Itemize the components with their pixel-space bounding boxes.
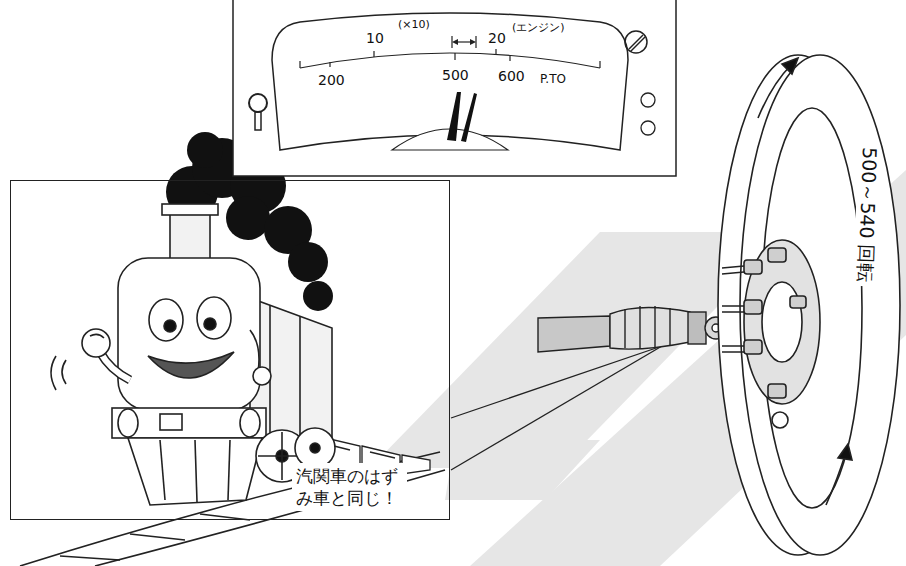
gauge-panel — [233, 0, 676, 176]
leader-line-part — [451, 346, 662, 418]
pto-shaft — [538, 306, 748, 352]
locomotive-part — [164, 320, 176, 332]
locomotive-part — [160, 414, 182, 430]
gauge-panel-part-part — [454, 53, 455, 60]
locomotive-part — [118, 409, 138, 437]
gauge-panel-part — [641, 121, 655, 135]
locomotive-part — [160, 440, 165, 500]
gauge-panel-part — [233, 0, 676, 176]
flywheel-part-part — [744, 300, 762, 314]
smoke-part — [187, 132, 223, 168]
gauge-scale-label: 600 — [498, 68, 525, 84]
locomotive-part — [170, 212, 210, 264]
flywheel-part — [782, 58, 798, 74]
flywheel-part-part — [768, 384, 786, 398]
gauge-panel-part-part — [329, 62, 330, 67]
pto-shaft-part — [669, 308, 670, 346]
locomotive-part — [112, 408, 266, 438]
gauge-panel-part — [625, 31, 647, 53]
pto-shaft-part — [688, 312, 706, 344]
callout-text: 汽関車のはずみ車と同じ！ — [292, 463, 407, 511]
locomotive-part — [148, 352, 234, 378]
leader-line-part — [451, 346, 662, 470]
gauge-panel-part-part — [599, 61, 600, 68]
flywheel-part — [740, 55, 900, 555]
flywheel-part-part — [744, 260, 762, 274]
locomotive-part — [118, 258, 260, 410]
gauge-panel-part-part — [509, 55, 510, 61]
gauge-scale-label: 10 — [366, 30, 384, 46]
flywheel-part — [838, 444, 852, 460]
gauge-panel-part — [272, 13, 628, 150]
gauge-scale-label: 500 — [442, 67, 469, 83]
locomotive-part — [128, 438, 262, 505]
gauge-scale-label: 200 — [318, 72, 345, 88]
gauge-scale-label: (エンジン) — [512, 22, 565, 35]
flywheel-part-part — [744, 340, 762, 354]
gauge-panel-part — [631, 37, 645, 51]
locomotive-part — [310, 443, 320, 453]
gauge-panel-part — [461, 93, 477, 142]
locomotive-part — [162, 204, 218, 215]
locomotive-part — [195, 440, 197, 502]
illustration-frame: 汽関車のはずみ車と同じ！ — [10, 180, 450, 520]
gauge-panel-part — [300, 36, 600, 68]
gauge-panel-part-part — [373, 51, 374, 57]
locomotive-part — [100, 352, 130, 380]
locomotive-part — [100, 352, 130, 380]
flywheel-part — [744, 240, 820, 404]
pto-shaft-part — [538, 316, 610, 352]
rpm-label: 500～540 回転 — [853, 144, 880, 286]
rail-track-part — [60, 556, 120, 560]
locomotive-part — [250, 330, 259, 372]
flywheel-part — [772, 412, 788, 428]
smoke-part — [303, 281, 333, 311]
gauge-panel-part — [452, 39, 458, 45]
leader-line — [451, 346, 662, 470]
pto-shaft-part — [654, 306, 655, 348]
gauge-scale-label: 20 — [488, 30, 506, 46]
gauge-panel-part-part — [495, 49, 496, 54]
flywheel-part — [722, 266, 744, 352]
pto-shaft-part — [624, 309, 625, 348]
gauge-panel-part — [641, 93, 655, 107]
locomotive-part — [197, 297, 231, 339]
locomotive-part — [149, 299, 183, 341]
flywheel-part-part — [790, 296, 806, 308]
smoke-part — [226, 196, 270, 240]
locomotive-part — [253, 367, 271, 385]
gauge-panel-part-part — [299, 61, 300, 68]
pto-shaft-part — [610, 307, 690, 349]
watermark-part — [445, 440, 600, 500]
locomotive-part — [51, 356, 56, 390]
gauge-panel-part — [249, 94, 267, 112]
gauge-panel-part — [300, 53, 600, 68]
flywheel-part-part — [768, 248, 786, 262]
locomotive — [51, 204, 335, 505]
train-cars-part — [370, 452, 395, 458]
locomotive-part — [62, 360, 66, 384]
flywheel-part — [826, 452, 846, 505]
locomotive-part — [240, 409, 260, 437]
locomotive-part — [82, 329, 110, 357]
locomotive-part — [228, 440, 230, 500]
rail-track-part — [130, 534, 185, 540]
gauge-panel-part — [255, 112, 261, 130]
locomotive-part — [204, 318, 216, 330]
flywheel-part — [744, 248, 806, 398]
gauge-scale-label: (×10) — [398, 19, 430, 32]
locomotive-part — [90, 334, 104, 338]
locomotive-part — [299, 316, 301, 445]
gauge-scale-label: P.TO — [540, 73, 566, 87]
flywheel-part — [758, 64, 792, 118]
flywheel-part — [762, 282, 802, 362]
pto-shaft-part — [639, 306, 640, 349]
gauge-panel-part — [470, 39, 476, 45]
flywheel — [718, 55, 900, 555]
smoke-part — [288, 242, 328, 282]
gauge-panel-part — [447, 92, 461, 141]
